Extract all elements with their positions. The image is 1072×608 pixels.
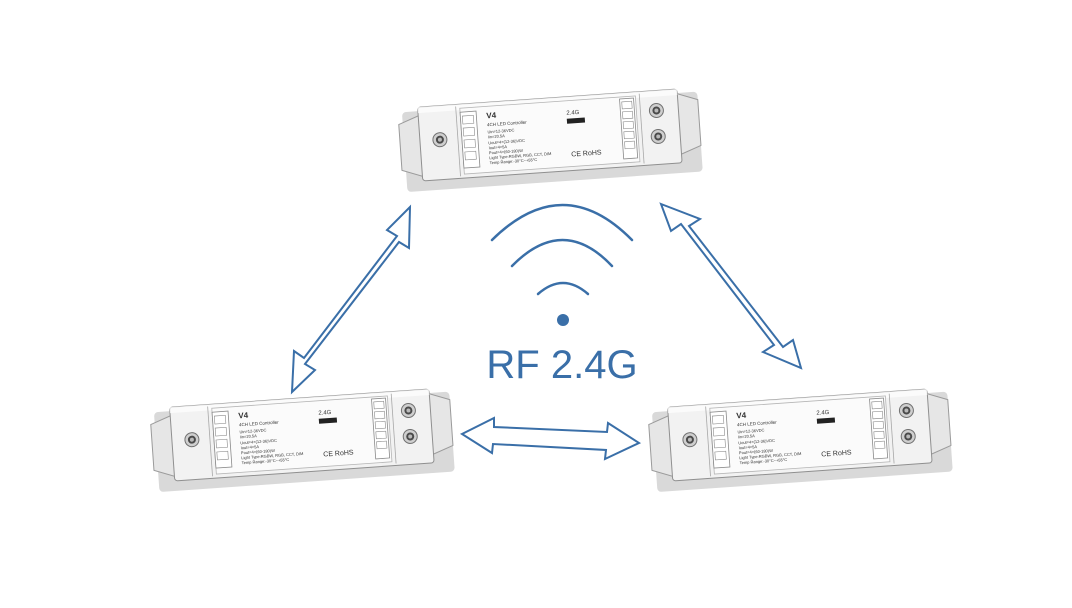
device-output-power: Pout=4×(60-180)W [739,448,774,455]
device-temp-range: Temp Range:-30°C~+55°C [489,157,537,165]
device-certifications: CE RoHS [571,149,602,158]
device-input-current: Iin=20.5A [240,433,258,439]
device-name: 4CH LED Controller [239,420,280,428]
device-name: 4CH LED Controller [737,420,778,428]
device-light-type: Light Type:RGBW, RGB, CCT, DIM [489,151,551,160]
device-output-power: Pout=4×(60-180)W [241,448,276,455]
device-band: 2.4G [566,110,580,117]
controller-top: V4 4CH LED Controller 2.4G Uin=12-36VDC … [397,87,704,193]
controller-bottom-left: V4 4CH LED Controller 2.4G Uin=12-36VDC … [149,387,456,493]
device-band: 2.4G [816,410,830,417]
device-temp-range: Temp Range:-30°C~+55°C [739,457,787,465]
device-output-voltage: Uout=4×(12-36)VDC [488,138,525,146]
double-arrow-top-to-bottom-left [290,204,412,395]
device-band: 2.4G [318,410,332,417]
double-arrow-bottom-left-to-bottom-right [459,416,642,461]
device-input-rating: Uin=12-36VDC [239,427,266,434]
device-model: V4 [238,411,249,421]
device-model: V4 [736,411,747,421]
device-output-current: Iout=4×5A [240,444,259,450]
device-input-current: Iin=20.5A [738,433,756,439]
device-output-voltage: Uout=4×(12-36)VDC [738,438,775,446]
device-output-voltage: Uout=4×(12-36)VDC [240,438,277,446]
double-arrow-top-to-bottom-right [659,202,803,370]
device-input-current: Iin=20.5A [488,133,506,139]
device-model: V4 [486,111,497,121]
device-output-current: Iout=4×5A [488,144,507,150]
device-certifications: CE RoHS [821,449,852,458]
device-certifications: CE RoHS [323,449,354,458]
device-light-type: Light Type:RGBW, RGB, CCT, DIM [241,451,303,460]
wireless-signal-icon [490,203,634,326]
device-output-current: Iout=4×5A [738,444,757,450]
controller-bottom-right: V4 4CH LED Controller 2.4G Uin=12-36VDC … [647,387,954,493]
device-temp-range: Temp Range:-30°C~+55°C [241,457,289,465]
device-input-rating: Uin=12-36VDC [487,127,514,134]
device-output-power: Pout=4×(60-180)W [489,148,524,155]
device-light-type: Light Type:RGBW, RGB, CCT, DIM [739,451,801,460]
signal-label: RF 2.4G [486,343,637,387]
device-input-rating: Uin=12-36VDC [737,427,764,434]
device-name: 4CH LED Controller [487,120,528,128]
